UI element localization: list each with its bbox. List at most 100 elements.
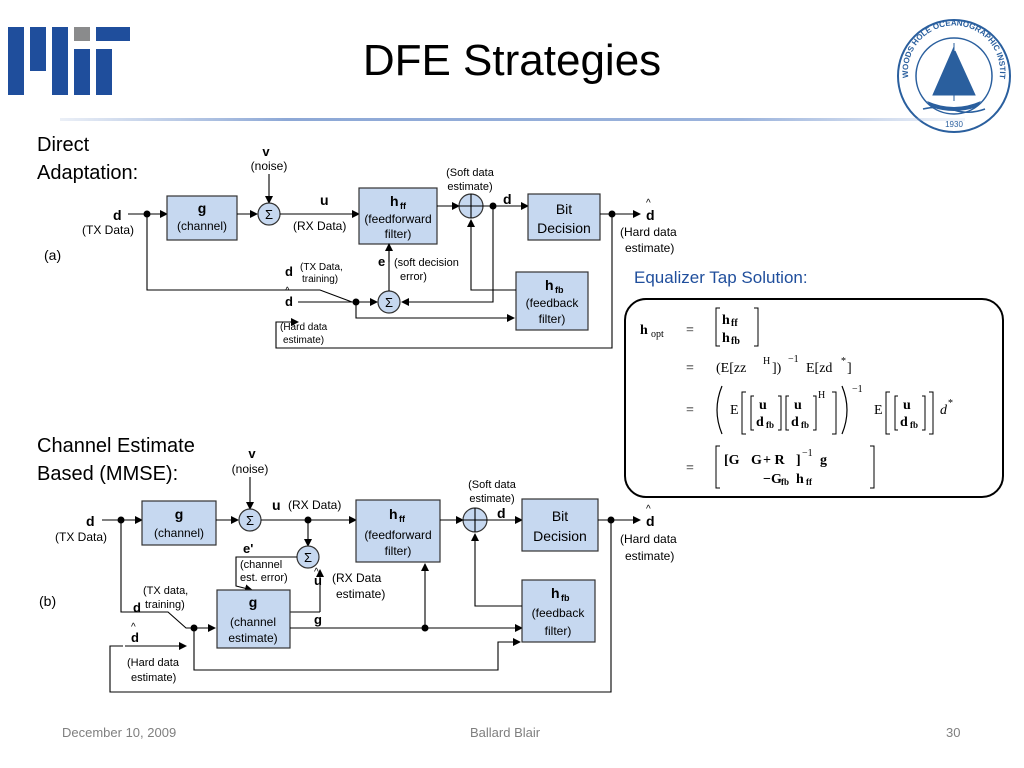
- svg-text:fb: fb: [555, 285, 564, 295]
- svg-text:filter): filter): [385, 544, 412, 558]
- svg-text:Bit: Bit: [556, 201, 572, 217]
- svg-text:Decision: Decision: [533, 528, 587, 544]
- svg-text:u: u: [759, 398, 767, 413]
- svg-text:h: h: [722, 331, 730, 346]
- svg-text:(feedforward: (feedforward: [364, 528, 431, 542]
- g-channel-block-a: [166, 195, 238, 241]
- svg-text:(TX Data): (TX Data): [55, 530, 107, 544]
- svg-text:filter): filter): [545, 624, 572, 638]
- svg-text:u: u: [794, 398, 802, 413]
- hff-feedforward-block-b: [355, 499, 441, 563]
- svg-text:−1: −1: [802, 448, 813, 459]
- svg-text:estimate): estimate): [336, 587, 385, 601]
- svg-text:Σ: Σ: [246, 513, 254, 528]
- svg-text:(RX Data: (RX Data: [332, 571, 382, 585]
- slide-title: DFE Strategies: [362, 36, 662, 85]
- svg-text:^: ^: [285, 286, 290, 297]
- svg-text:(noise): (noise): [232, 462, 269, 476]
- svg-text:(Hard data: (Hard data: [620, 225, 677, 239]
- svg-text:−1: −1: [852, 384, 863, 395]
- svg-text:=: =: [686, 461, 694, 476]
- svg-text:h: h: [796, 472, 804, 487]
- svg-text:estimate): estimate): [283, 335, 324, 346]
- svg-text:u: u: [903, 398, 911, 413]
- g-channel-estimate-block-b: [216, 589, 291, 649]
- svg-text:(feedback: (feedback: [526, 296, 580, 310]
- svg-text:fb: fb: [766, 420, 774, 430]
- hfb-feedback-block-a: [515, 271, 589, 331]
- svg-text:(TX Data,: (TX Data,: [300, 262, 343, 273]
- svg-text:−G: −G: [763, 472, 782, 487]
- svg-text:^: ^: [646, 198, 651, 209]
- svg-text:training): training): [145, 599, 185, 611]
- svg-text:opt: opt: [651, 329, 664, 340]
- svg-text:E: E: [874, 403, 883, 418]
- footer-author: Ballard Blair: [470, 725, 541, 740]
- equation-panel: h opt = h ff h fb = (E[zz H ]) −1 E[zd *…: [624, 298, 1004, 498]
- svg-text:d: d: [133, 600, 141, 615]
- hfb-feedback-block-b: [521, 579, 596, 643]
- svg-text:=: =: [686, 403, 694, 418]
- svg-text:h: h: [722, 313, 730, 328]
- hff-feedforward-block-a: [358, 187, 438, 245]
- svg-text:=: =: [686, 323, 694, 338]
- svg-text:Σ: Σ: [304, 550, 312, 565]
- svg-text:(channel: (channel: [230, 615, 276, 629]
- svg-text:*: *: [948, 398, 953, 409]
- svg-text:[G: [G: [724, 453, 740, 468]
- svg-text:Decision: Decision: [537, 220, 591, 236]
- svg-text:estimate): estimate): [625, 241, 674, 255]
- svg-text:d: d: [646, 513, 655, 529]
- svg-text:g: g: [820, 453, 827, 468]
- footer-date: December 10, 2009: [62, 725, 177, 740]
- svg-text:Bit: Bit: [552, 508, 568, 524]
- svg-text:d: d: [756, 415, 764, 430]
- svg-text:−1: −1: [788, 354, 799, 365]
- svg-text:g: g: [314, 612, 322, 627]
- svg-text:estimate): estimate): [228, 631, 277, 645]
- svg-text:g: g: [249, 594, 258, 610]
- svg-text:G: G: [751, 453, 762, 468]
- svg-text:h: h: [551, 585, 560, 601]
- svg-text:d: d: [113, 207, 122, 223]
- svg-text:h: h: [640, 323, 648, 338]
- svg-text:g: g: [198, 200, 207, 216]
- whoi-seal-logo: WOODS HOLE OCEANOGRAPHIC INSTITUTION 193…: [895, 17, 1011, 133]
- svg-text:^: ^: [646, 504, 651, 515]
- svg-text:(Hard data: (Hard data: [620, 532, 677, 546]
- svg-text:d: d: [646, 207, 655, 223]
- svg-text:*: *: [841, 356, 846, 367]
- svg-text:estimate): estimate): [469, 493, 514, 505]
- title-divider: [60, 118, 965, 121]
- bit-decision-block-b: [521, 498, 599, 552]
- svg-text:d: d: [900, 415, 908, 430]
- svg-text:estimate): estimate): [447, 181, 492, 193]
- svg-text:filter): filter): [385, 227, 412, 241]
- svg-text:fb: fb: [910, 420, 918, 430]
- svg-text:(b): (b): [39, 593, 56, 609]
- svg-text:(channel): (channel): [154, 526, 204, 540]
- svg-text:u: u: [314, 573, 322, 588]
- svg-text:]: ]: [847, 361, 852, 376]
- svg-text:v: v: [248, 446, 256, 461]
- svg-text:e: e: [378, 254, 385, 269]
- svg-text:training): training): [302, 274, 338, 285]
- g-channel-block-b: [141, 500, 217, 546]
- svg-text:(Soft data: (Soft data: [468, 479, 517, 491]
- svg-text:ff: ff: [399, 514, 406, 524]
- svg-text:ff: ff: [806, 477, 813, 487]
- svg-text:fb: fb: [781, 477, 789, 487]
- svg-text:estimate): estimate): [131, 672, 176, 684]
- svg-text:(Hard data: (Hard data: [127, 657, 180, 669]
- svg-text:H: H: [763, 356, 770, 367]
- svg-text:filter): filter): [539, 312, 566, 326]
- svg-text:(feedforward: (feedforward: [364, 212, 431, 226]
- svg-text:(Hard data: (Hard data: [280, 322, 328, 333]
- svg-text:d: d: [503, 191, 512, 207]
- svg-text:E[zd: E[zd: [806, 361, 832, 376]
- svg-text:E: E: [730, 403, 739, 418]
- svg-text:ff: ff: [731, 318, 738, 329]
- svg-text:(RX Data): (RX Data): [293, 219, 346, 233]
- svg-text:Σ: Σ: [265, 207, 273, 222]
